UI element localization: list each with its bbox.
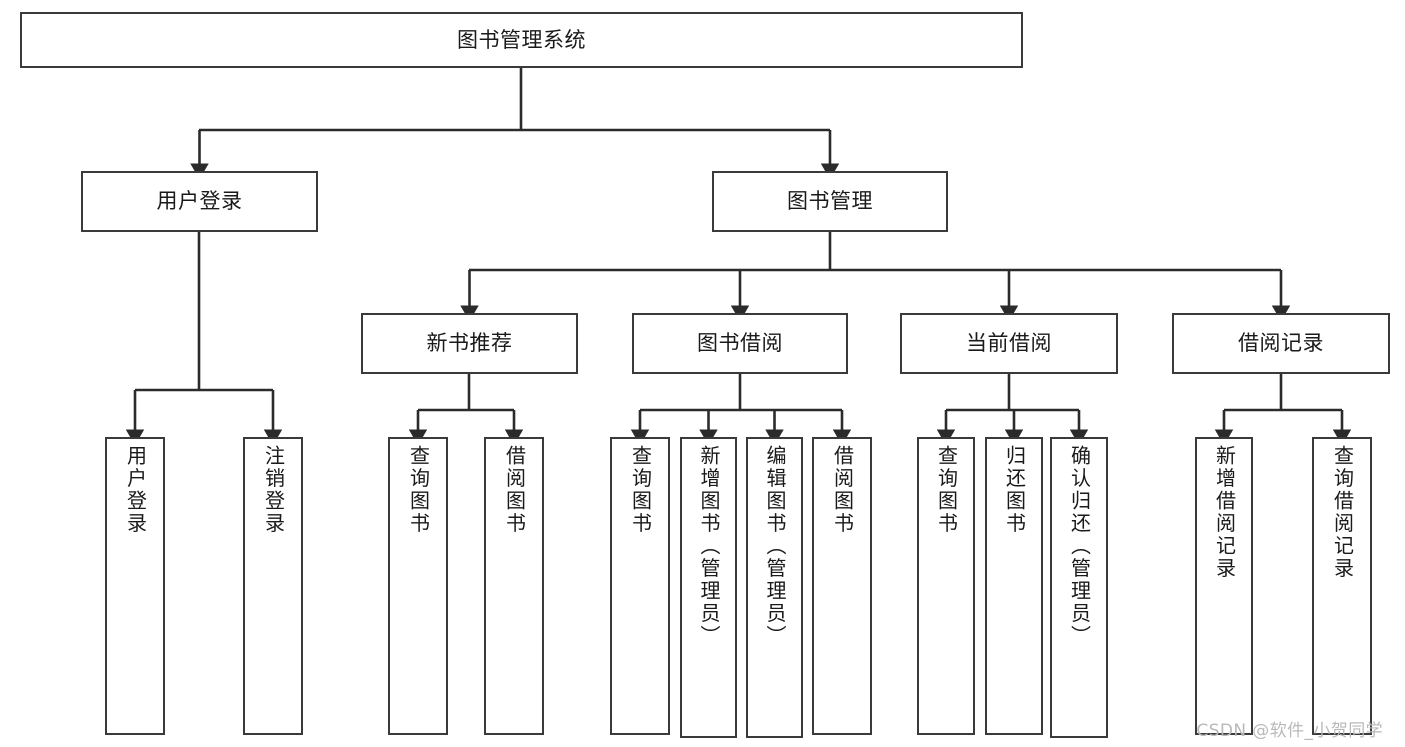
connector-paths [125, 68, 1352, 446]
node-label-book-manage: 图书管理 [787, 189, 873, 214]
node-label-leaf-confirm-return: 确认归还（管理员） [1067, 445, 1092, 648]
node-label-leaf-borrow-book-rec: 借阅图书 [502, 445, 527, 535]
node-label-leaf-user-login: 用户登录 [123, 445, 148, 535]
node-label-leaf-query-book-rec: 查询图书 [406, 445, 431, 535]
node-user-login[interactable]: 用户登录 [81, 171, 318, 232]
node-label-leaf-logout: 注销登录 [261, 445, 286, 535]
node-leaf-borrow-book[interactable]: 借阅图书 [812, 437, 872, 735]
node-label-book-borrow: 图书借阅 [697, 331, 783, 356]
node-leaf-borrow-book-rec[interactable]: 借阅图书 [484, 437, 544, 735]
node-book-manage[interactable]: 图书管理 [712, 171, 948, 232]
node-label-leaf-query-record: 查询借阅记录 [1330, 445, 1355, 580]
node-label-leaf-edit-book: 编辑图书（管理员） [763, 445, 787, 648]
node-label-leaf-query-book-cur: 查询图书 [934, 445, 959, 535]
node-label-current-borrow: 当前借阅 [966, 331, 1052, 356]
node-current-borrow[interactable]: 当前借阅 [900, 313, 1118, 374]
node-leaf-query-record[interactable]: 查询借阅记录 [1312, 437, 1372, 735]
node-label-borrow-record: 借阅记录 [1238, 331, 1324, 356]
node-new-book-rec[interactable]: 新书推荐 [361, 313, 578, 374]
node-leaf-query-book-borrow[interactable]: 查询图书 [610, 437, 670, 735]
node-book-borrow[interactable]: 图书借阅 [632, 313, 848, 374]
node-label-user-login: 用户登录 [156, 189, 243, 214]
node-label-leaf-borrow-book: 借阅图书 [830, 445, 855, 535]
node-leaf-return-book[interactable]: 归还图书 [985, 437, 1043, 735]
node-leaf-query-book-rec[interactable]: 查询图书 [388, 437, 448, 735]
watermark-label: CSDN @软件_小贺同学 [1196, 721, 1383, 741]
node-leaf-confirm-return[interactable]: 确认归还（管理员） [1050, 437, 1108, 738]
node-root[interactable]: 图书管理系统 [20, 12, 1023, 68]
node-label-leaf-query-book-borrow: 查询图书 [628, 445, 653, 535]
node-leaf-add-book[interactable]: 新增图书（管理员） [680, 437, 737, 738]
node-leaf-edit-book[interactable]: 编辑图书（管理员） [746, 437, 803, 738]
node-label-new-book-rec: 新书推荐 [426, 331, 513, 356]
node-leaf-logout[interactable]: 注销登录 [243, 437, 303, 735]
node-leaf-add-record[interactable]: 新增借阅记录 [1195, 437, 1253, 735]
node-label-leaf-return-book: 归还图书 [1002, 445, 1027, 535]
node-borrow-record[interactable]: 借阅记录 [1172, 313, 1390, 374]
node-label-leaf-add-book: 新增图书（管理员） [697, 445, 721, 648]
node-label-leaf-add-record: 新增借阅记录 [1212, 445, 1237, 580]
node-leaf-query-book-cur[interactable]: 查询图书 [917, 437, 975, 735]
node-leaf-user-login[interactable]: 用户登录 [105, 437, 165, 735]
node-label-root: 图书管理系统 [457, 27, 586, 52]
